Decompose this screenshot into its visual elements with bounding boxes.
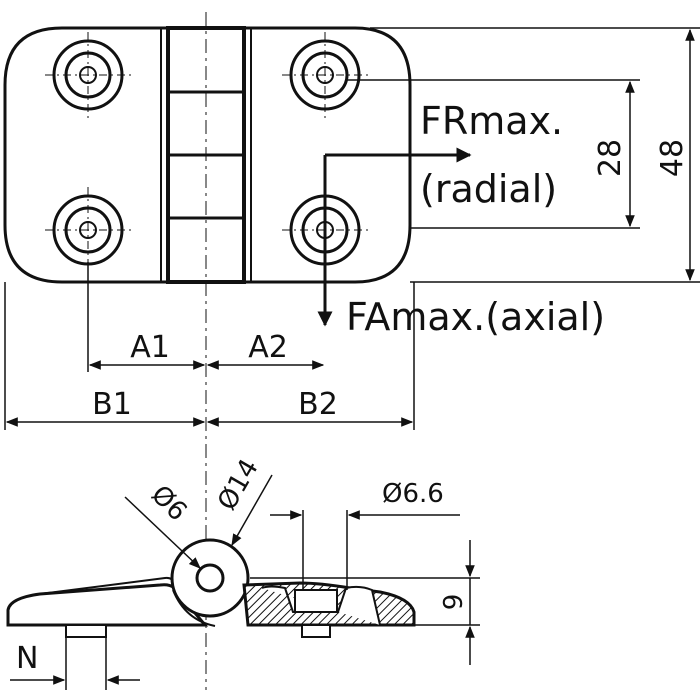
dim-knuckle-dia-label: Ø14 [212,454,265,515]
dim-28-label: 28 [593,139,628,177]
width-dimensions [4,262,415,430]
force-radial-sub-label: (radial) [420,167,557,211]
pin-circle [195,563,225,593]
dim-pin-dia-label: Ø6 [145,480,192,527]
hinge-side-view [6,538,416,690]
thickness-dimension [250,540,480,665]
diameter-leaders [124,474,273,569]
hole-dia-dimension [270,510,460,590]
dim-b2-label: B2 [298,387,338,422]
dim-48-label: 48 [655,139,690,177]
mounting-holes [45,32,368,273]
hinge-outline [3,26,412,284]
dim-a2-label: A2 [248,330,288,365]
hole-bottom-left [45,187,131,273]
force-axial-label: FAmax.(axial) [346,295,605,339]
force-arrows [317,147,472,327]
dim-a1-label: A1 [130,330,170,365]
hole-top-right [282,32,368,118]
force-radial-label: FRmax. [420,99,563,143]
dim-thickness-label: 9 [439,594,469,611]
screw-stub-right [301,624,331,638]
dim-hole-dia-label: Ø6.6 [382,479,444,509]
screw-stub-left [65,624,107,638]
hole-top-left [45,32,131,118]
height-dimensions [345,27,700,283]
dim-n-label: N [16,641,38,676]
dim-b1-label: B1 [92,387,132,422]
